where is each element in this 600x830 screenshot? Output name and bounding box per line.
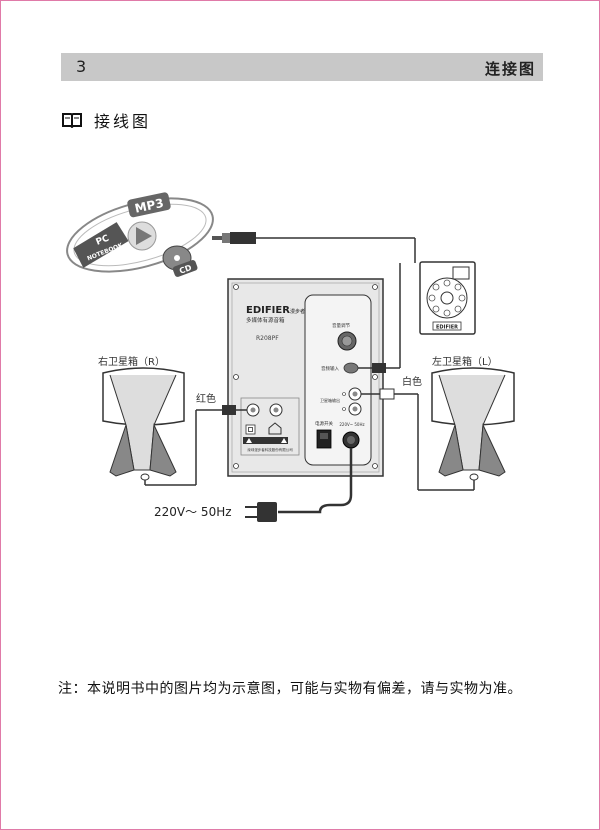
power-switch-label: 电源开关 [315,420,333,427]
satellite-output-label: 卫星箱输出 [320,397,340,403]
right-satellite-speaker: 右卫星箱（R） [98,355,185,481]
red-cable: 红色 [144,392,247,486]
red-label: 红色 [196,392,216,405]
subwoofer-footer: 深圳漫步者科技股份有限公司 [247,447,293,452]
volume-label: 音量调节 [332,322,350,329]
power-plug [257,502,277,522]
page-number: 3 [76,57,87,76]
pc-notebook-icon: PC NOTEBOOK [73,222,129,268]
pc-label: PC [95,233,111,247]
subwoofer-brand-cn: 漫步者 [290,308,305,315]
left-satellite-speaker: 左卫星箱（L） [431,355,515,481]
subheading: 接线图 [62,108,151,132]
left-speaker-label: 左卫星箱（L） [432,355,498,368]
mp3-label: MP3 [134,196,165,216]
mp3-icon: MP3 [127,192,171,218]
indoor-use-icon [268,422,282,435]
note-text: 注：本说明书中的图片均为示意图，可能与实物有偏差，请与实物为准。 [58,681,522,697]
audio-plug [212,232,416,263]
cd-label: CD [178,263,193,276]
subwoofer-brand: EDIFIER [246,305,290,316]
power-cable: 220V～ 50Hz [154,448,353,522]
audio-input-jack [343,362,359,374]
white-label: 白色 [402,375,422,388]
subwoofer-subtitle: 多媒体有源音箱 [246,316,285,324]
input-cable [358,263,401,373]
subwoofer-panel: EDIFIER 漫步者 多媒体有源音箱 R208PF 音量调节 音频输入 卫星箱… [227,278,384,477]
book-icon [62,113,82,128]
header-bar [61,53,543,81]
subheading-text: 接线图 [94,112,152,131]
cd-icon: CD [162,245,198,277]
remote-brand: EDIFIER [436,325,458,331]
double-insulation-icon [245,424,256,435]
warning-label [243,437,288,444]
input-label: 音频输入 [321,365,339,372]
subwoofer-model: R208PF [256,335,279,342]
source-devices: MP3 PC NOTEBOOK CD [66,192,214,277]
power-label: 220V～ 50Hz [154,505,232,519]
white-cable: 白色 [361,375,475,491]
power-rating: 220V~ 50Hz [339,422,364,427]
remote-control: EDIFIER [419,261,476,335]
section-title: 连接图 [484,60,536,78]
play-icon [136,227,152,245]
right-speaker-label: 右卫星箱（R） [98,355,165,368]
